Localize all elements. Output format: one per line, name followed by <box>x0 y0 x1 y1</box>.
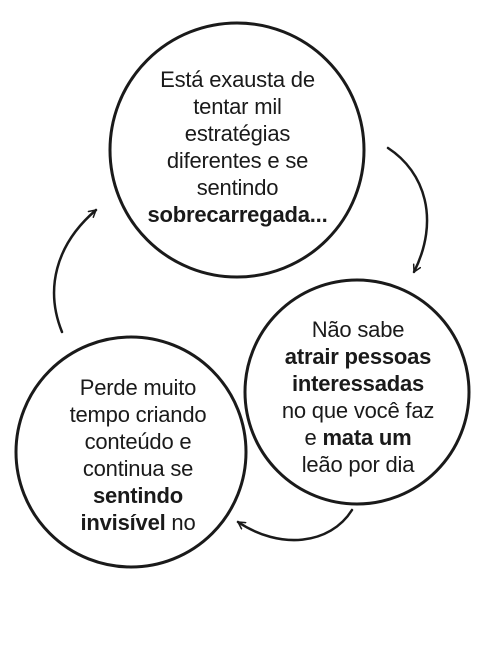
text: conteúdo e <box>84 429 192 454</box>
arrow-icon <box>236 508 354 542</box>
circle-left <box>14 335 248 569</box>
text-line: tentar mil <box>130 93 345 120</box>
text-line: sentindo <box>130 174 345 201</box>
text: Está exausta de <box>160 67 315 92</box>
text: Não sabe <box>311 317 405 342</box>
text-line: atrair pessoas <box>260 343 456 370</box>
text-line: Perde muito <box>42 374 234 401</box>
text-line: sentindo <box>42 482 234 509</box>
text: no <box>165 510 196 535</box>
bold-text: invisível <box>80 510 166 535</box>
text: e <box>304 425 323 450</box>
circle-top <box>108 21 366 279</box>
text: sentindo <box>196 175 279 200</box>
text: no que você faz <box>281 398 435 423</box>
bold-text: sobrecarregada... <box>147 202 328 227</box>
text: tempo criando <box>69 402 207 427</box>
text: Perde muito <box>79 375 197 400</box>
text: continua se <box>82 456 194 481</box>
text-line: estratégias <box>130 120 345 147</box>
text-line: tempo criando <box>42 401 234 428</box>
text-line: no que você faz <box>260 397 456 424</box>
text-line: conteúdo e <box>42 428 234 455</box>
circle-right <box>243 278 471 506</box>
bold-text: atrair pessoas <box>284 344 432 369</box>
text-line: Está exausta de <box>130 66 345 93</box>
text-line: sobrecarregada... <box>130 201 345 228</box>
text-line: Não sabe <box>260 316 456 343</box>
text: diferentes e se <box>166 148 309 173</box>
text-line: leão por dia <box>260 451 456 478</box>
bold-text: mata um <box>322 425 412 450</box>
text-line: diferentes e se <box>130 147 345 174</box>
text-line: continua se <box>42 455 234 482</box>
text-line: invisível no <box>42 509 234 536</box>
arrow-icon <box>386 146 429 274</box>
text: tentar mil <box>193 94 282 119</box>
text: estratégias <box>184 121 291 146</box>
text-line: interessadas <box>260 370 456 397</box>
bold-text: sentindo <box>92 483 184 508</box>
text-line: e mata um <box>260 424 456 451</box>
arrow-icon <box>52 208 98 334</box>
bold-text: interessadas <box>291 371 425 396</box>
text: leão por dia <box>301 452 415 477</box>
